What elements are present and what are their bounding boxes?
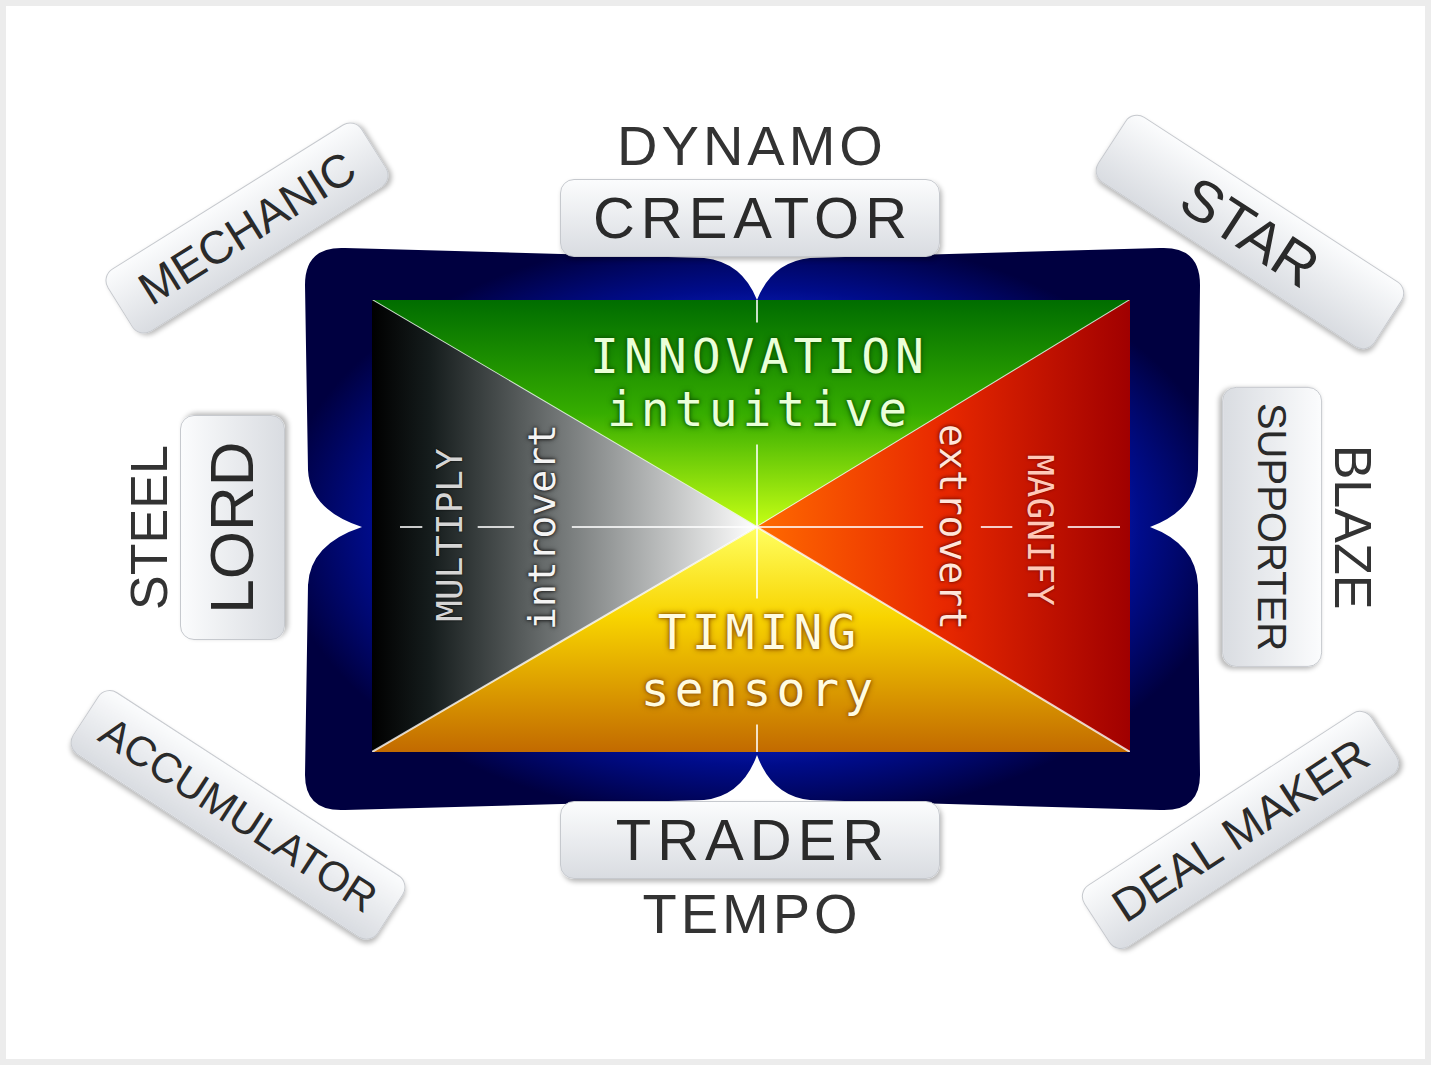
quadrant-text: extrovert bbox=[930, 424, 974, 630]
cross-line bbox=[757, 526, 923, 528]
label-pill: TRADERTEMPO bbox=[560, 801, 940, 879]
label-text: LORD bbox=[198, 441, 266, 613]
label-pill: SUPPORTERBLAZE bbox=[1222, 387, 1322, 667]
quadrant-text: TIMING bbox=[653, 605, 861, 660]
cross-line bbox=[756, 725, 758, 752]
cross-line bbox=[981, 526, 1012, 528]
quadrant-text: intuitive bbox=[602, 382, 912, 437]
quadrant-text: INNOVATION bbox=[585, 329, 929, 384]
cross-line bbox=[756, 527, 758, 598]
cross-line bbox=[756, 300, 758, 322]
heading-text: STEEL bbox=[123, 445, 175, 610]
label-text: SUPPORTER bbox=[1250, 403, 1294, 651]
label-text: TRADER bbox=[610, 808, 890, 872]
label-pill: LORDSTEEL bbox=[180, 415, 285, 640]
quadrant-text: MULTIPLY bbox=[429, 448, 470, 621]
quadrant-text: MAGNIFY bbox=[1019, 454, 1060, 606]
cross-line bbox=[572, 526, 757, 528]
heading-text: BLAZE bbox=[1327, 445, 1379, 610]
cross-line bbox=[756, 445, 758, 527]
page-frame bbox=[3, 3, 1428, 1062]
heading-slot: BLAZE bbox=[1321, 88, 1379, 966]
triangle-fill bbox=[372, 527, 1130, 752]
label-pill: CREATORDYNAMO bbox=[560, 179, 940, 257]
cross-line bbox=[1068, 526, 1120, 528]
heading-slot: DYNAMO bbox=[261, 118, 1239, 180]
cross-line bbox=[478, 526, 514, 528]
quadrant-text: sensory bbox=[636, 662, 878, 717]
label-text: CREATOR bbox=[587, 186, 913, 250]
quadrant-text: introvert bbox=[521, 424, 565, 630]
heading-text: DYNAMO bbox=[613, 118, 887, 174]
navy-backdrop bbox=[305, 248, 1200, 810]
heading-text: TEMPO bbox=[638, 886, 861, 942]
cross-line bbox=[400, 526, 422, 528]
quadrant-triangle: TIMINGsensory bbox=[372, 527, 1130, 752]
